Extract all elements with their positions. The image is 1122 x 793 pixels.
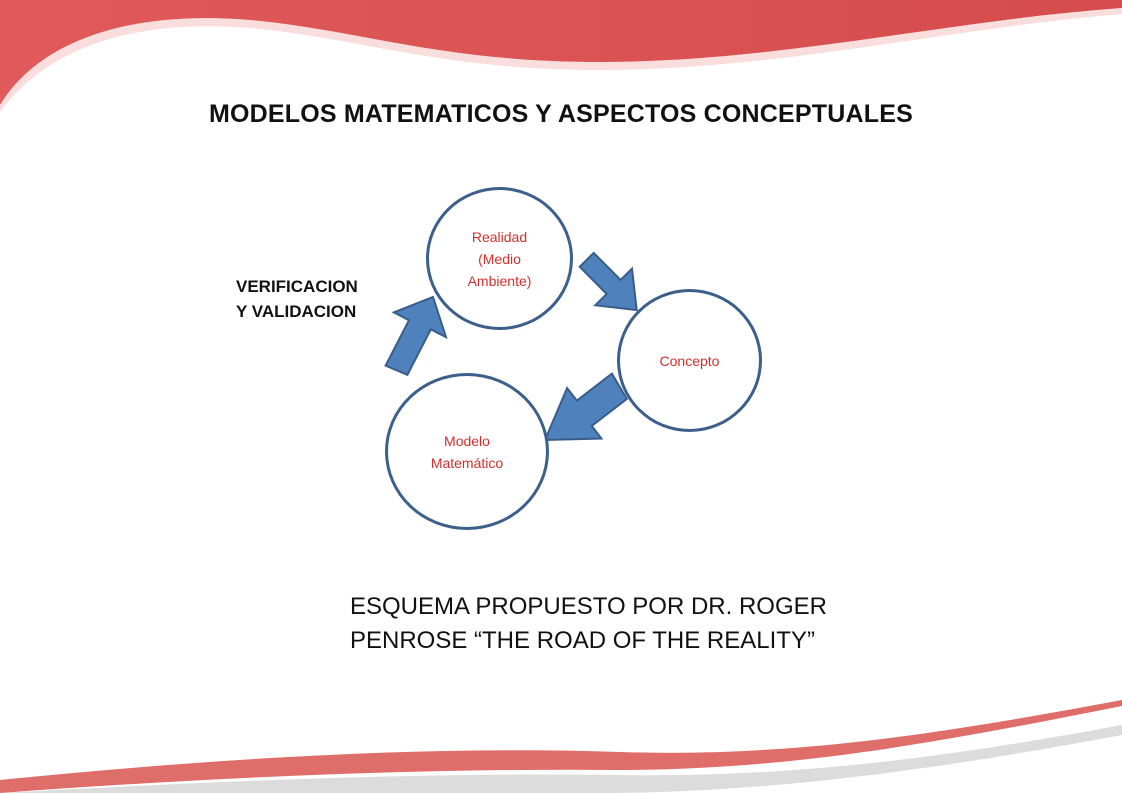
node-realidad: Realidad (Medio Ambiente) bbox=[426, 187, 573, 330]
node-concepto-line1: Concepto bbox=[659, 352, 720, 369]
page-title: MODELOS MATEMATICOS Y ASPECTOS CONCEPTUA… bbox=[208, 100, 914, 128]
caption-line2: PENROSE “THE ROAD OF THE REALITY” bbox=[350, 627, 815, 654]
bottom-red-swoosh bbox=[0, 700, 1122, 793]
verification-label: VERIFICACION Y VALIDACION bbox=[236, 274, 358, 324]
node-modelo: Modelo Matemático bbox=[385, 373, 549, 530]
verification-label-line1: VERIFICACION bbox=[236, 277, 358, 296]
verification-label-line2: Y VALIDACION bbox=[236, 302, 357, 321]
arrow-modelo-to-realidad bbox=[384, 295, 448, 377]
node-realidad-line3: Ambiente) bbox=[467, 272, 532, 289]
node-realidad-line1: Realidad bbox=[471, 228, 528, 245]
arrow-concepto-to-modelo bbox=[543, 372, 629, 442]
caption-line1: ESQUEMA PROPUESTO POR DR. ROGER bbox=[350, 593, 827, 620]
arrow-realidad-to-concepto bbox=[578, 251, 638, 312]
node-concepto: Concepto bbox=[617, 289, 762, 432]
bottom-gray-swoosh bbox=[0, 725, 1122, 793]
node-realidad-line2: (Medio bbox=[478, 250, 521, 267]
node-modelo-line1: Modelo bbox=[444, 432, 490, 449]
node-modelo-line2: Matemático bbox=[430, 454, 504, 471]
top-red-wave bbox=[0, 0, 1122, 105]
diagram-caption: ESQUEMA PROPUESTO POR DR. ROGER PENROSE … bbox=[350, 590, 827, 658]
